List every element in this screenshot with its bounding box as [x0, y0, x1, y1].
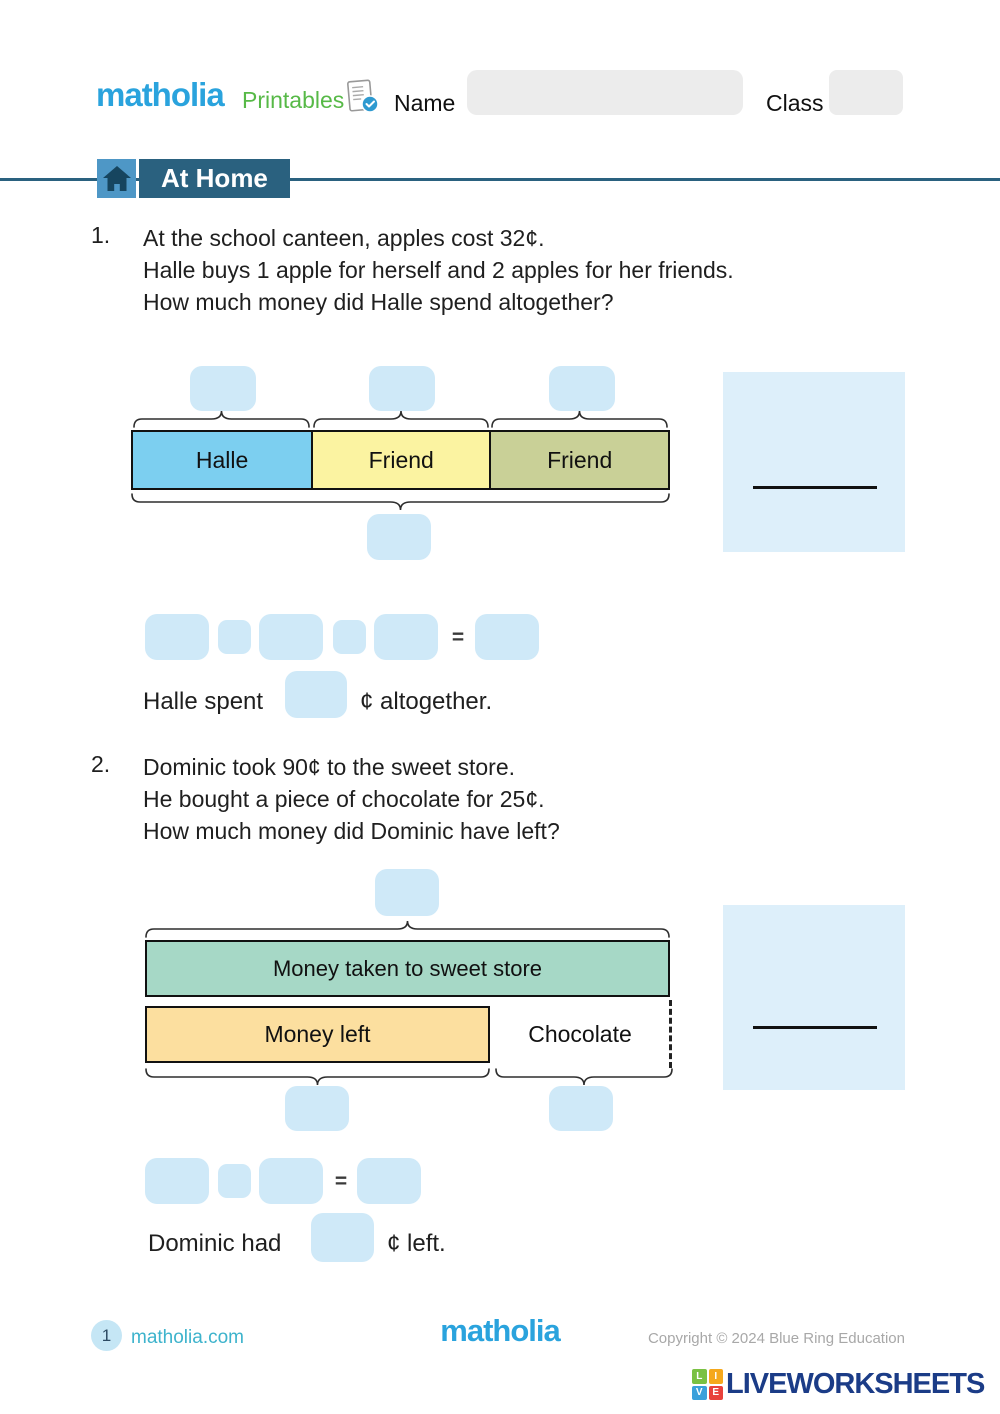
answer-box-sentence-1[interactable]: [285, 671, 347, 718]
home-icon: [97, 159, 136, 198]
page-number-badge: 1: [91, 1320, 122, 1351]
class-label: Class: [766, 90, 824, 116]
document-check-icon: [344, 78, 380, 125]
equation-1-operator-1[interactable]: [218, 620, 251, 654]
lw-tile-e: E: [708, 1385, 723, 1400]
equation-2-operator-1[interactable]: [218, 1164, 251, 1198]
working-panel-1[interactable]: [723, 372, 905, 552]
website-link[interactable]: matholia.com: [131, 1327, 244, 1348]
question-2-text: Dominic took 90¢ to the sweet store. He …: [143, 751, 560, 847]
section-divider-line: [0, 178, 1000, 181]
bar-chocolate-label: Chocolate: [528, 1021, 632, 1047]
answer-line: [753, 1026, 877, 1029]
lw-tile-v: V: [692, 1385, 707, 1400]
bar-money-taken: Money taken to sweet store: [145, 940, 670, 997]
question-1-line-3: How much money did Halle spend altogethe…: [143, 289, 614, 315]
working-panel-2[interactable]: [723, 905, 905, 1090]
matholia-logo: matholia: [96, 76, 225, 113]
answer-box-total-amount[interactable]: [367, 514, 431, 560]
dashed-guide-line: [669, 1000, 672, 1068]
equation-2-operand-2[interactable]: [259, 1158, 323, 1204]
answer-box-sentence-2[interactable]: [311, 1213, 374, 1262]
equation-1-operator-2[interactable]: [333, 620, 366, 654]
class-input[interactable]: [829, 70, 903, 115]
brace: [145, 1068, 490, 1086]
lw-tile-l: L: [692, 1369, 707, 1384]
answer-box-friend1-amount[interactable]: [369, 366, 435, 411]
equation-1-operand-3[interactable]: [374, 614, 438, 660]
question-2-line-1: Dominic took 90¢ to the sweet store.: [143, 754, 516, 780]
liveworksheets-icon: L I V E: [692, 1369, 723, 1400]
answer-sentence-1-suffix: ¢ altogether.: [360, 688, 493, 715]
equation-1-operand-2[interactable]: [259, 614, 323, 660]
name-label: Name: [394, 90, 456, 116]
liveworksheets-logo[interactable]: L I V E LIVEWORKSHEETS: [692, 1368, 985, 1401]
brace: [131, 493, 670, 511]
brace: [145, 920, 670, 938]
bar-segment-friend-2: Friend: [489, 432, 669, 488]
name-input[interactable]: [467, 70, 743, 115]
question-1-text: At the school canteen, apples cost 32¢. …: [143, 222, 734, 318]
brace: [495, 1068, 673, 1086]
answer-box-halle-amount[interactable]: [190, 366, 256, 411]
bar-segment-friend-1: Friend: [311, 432, 490, 488]
liveworksheets-wordmark: LIVEWORKSHEETS: [726, 1368, 985, 1400]
question-2-line-2: He bought a piece of chocolate for 25¢.: [143, 786, 545, 812]
lw-tile-i: I: [708, 1369, 723, 1384]
printables-label: Printables: [242, 87, 345, 113]
answer-box-money-taken[interactable]: [375, 869, 439, 916]
answer-sentence-1-prefix: Halle spent: [143, 688, 264, 715]
answer-sentence-2-suffix: ¢ left.: [387, 1230, 446, 1257]
equals-sign: =: [334, 1170, 348, 1193]
equals-sign: =: [451, 626, 465, 649]
question-2-number: 2.: [91, 751, 111, 777]
question-2-line-3: How much money did Dominic have left?: [143, 818, 560, 844]
question-1-line-1: At the school canteen, apples cost 32¢.: [143, 225, 545, 251]
section-title: At Home: [139, 159, 290, 198]
matholia-footer-logo: matholia: [440, 1313, 560, 1348]
brace: [491, 410, 668, 428]
equation-2-result[interactable]: [357, 1158, 421, 1204]
equation-1-result[interactable]: [475, 614, 539, 660]
answer-line: [753, 486, 877, 489]
equation-2-operand-1[interactable]: [145, 1158, 209, 1204]
bar-money-left: Money left: [145, 1006, 490, 1063]
brace: [133, 410, 310, 428]
answer-box-friend2-amount[interactable]: [549, 366, 615, 411]
answer-box-money-left[interactable]: [285, 1086, 349, 1131]
bar-segment-halle: Halle: [133, 432, 312, 488]
question-1-number: 1.: [91, 222, 111, 248]
answer-sentence-2-prefix: Dominic had: [148, 1230, 282, 1257]
equation-1-operand-1[interactable]: [145, 614, 209, 660]
bar-model-1: Halle Friend Friend: [131, 430, 670, 490]
question-1-line-2: Halle buys 1 apple for herself and 2 app…: [143, 257, 734, 283]
brace: [313, 410, 489, 428]
copyright-text: Copyright © 2024 Blue Ring Education: [647, 1330, 905, 1347]
answer-box-chocolate[interactable]: [549, 1086, 613, 1131]
